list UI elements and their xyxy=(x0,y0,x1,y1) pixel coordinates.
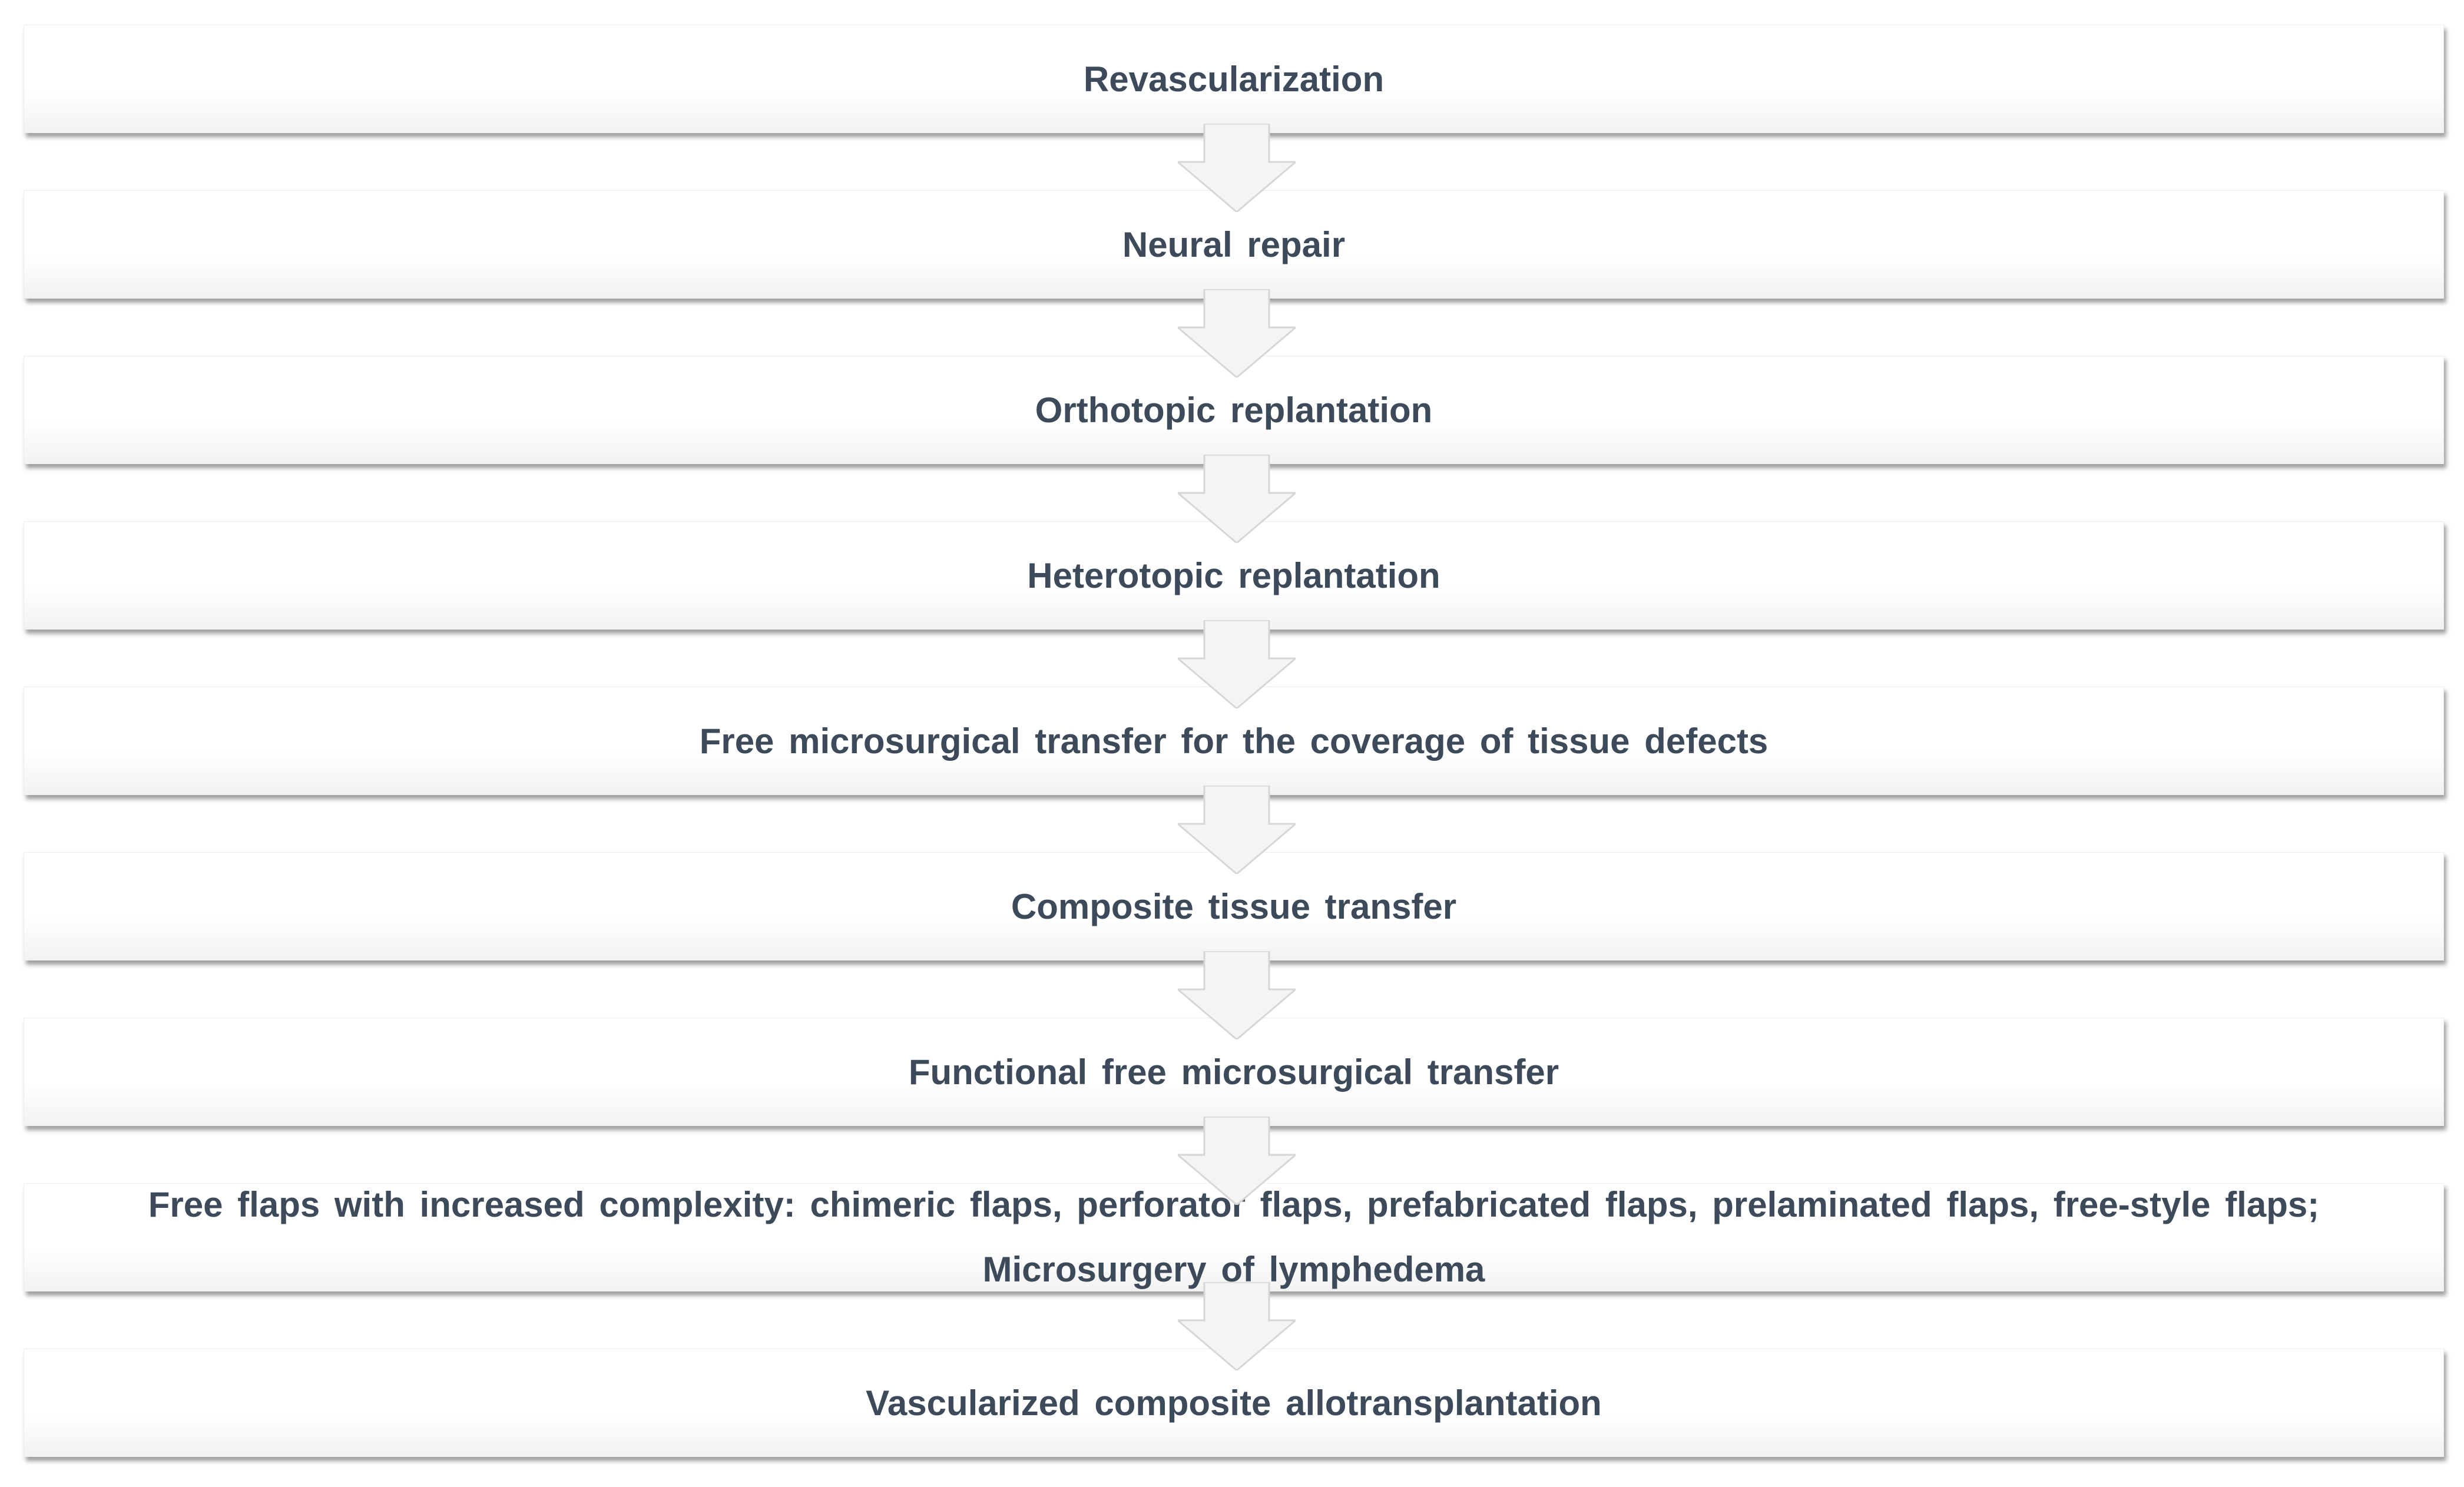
down-arrow-icon xyxy=(1178,620,1296,708)
step-label: Vascularized composite allotransplantati… xyxy=(866,1383,1602,1423)
step-label: Functional free microsurgical transfer xyxy=(908,1052,1559,1092)
down-arrow-icon xyxy=(1178,1282,1296,1370)
step-revascularization: Revascularization xyxy=(24,25,2444,133)
down-arrow-icon xyxy=(1178,124,1296,212)
down-arrow-icon xyxy=(1178,455,1296,543)
step-label: Free microsurgical transfer for the cove… xyxy=(699,721,1768,761)
down-arrow-icon xyxy=(1178,786,1296,874)
step-label: Neural repair xyxy=(1122,224,1346,264)
step-label: Heterotopic replantation xyxy=(1027,555,1440,595)
step-label: Revascularization xyxy=(1083,59,1385,99)
down-arrow-icon xyxy=(1178,289,1296,377)
step-label: Composite tissue transfer xyxy=(1011,886,1457,926)
down-arrow-icon xyxy=(1178,951,1296,1039)
down-arrow-icon xyxy=(1178,1117,1296,1205)
step-label: Orthotopic replantation xyxy=(1035,390,1433,430)
